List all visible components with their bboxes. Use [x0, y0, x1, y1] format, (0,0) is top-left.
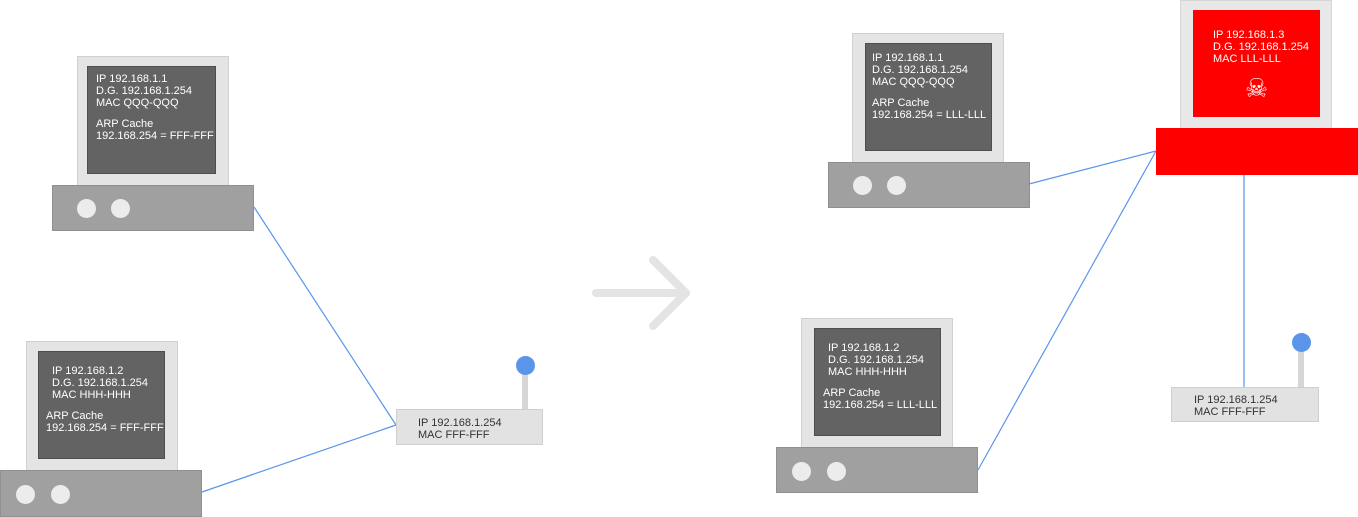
drive-button	[827, 462, 846, 481]
drive-button	[51, 485, 70, 504]
computer-base	[776, 447, 978, 493]
host-gateway: D.G. 192.168.1.254	[828, 354, 925, 366]
power-button	[77, 199, 96, 218]
power-button	[853, 176, 872, 195]
host-gateway: D.G. 192.168.1.254	[96, 85, 193, 97]
arp-cache-entry: 192.168.254 = LLL-LLL	[872, 109, 987, 121]
antenna	[522, 368, 528, 410]
antenna	[1298, 350, 1304, 390]
computer-base	[828, 162, 1030, 208]
arp-cache-title: ARP Cache	[823, 387, 881, 399]
host-mac: MAC HHH-HHH	[52, 389, 131, 401]
host-mac: MAC LLL-LLL	[1213, 53, 1281, 65]
monitor-screen: IP 192.168.1.1 D.G. 192.168.1.254 MAC QQ…	[87, 66, 216, 174]
host-ip: IP 192.168.1.1	[872, 52, 944, 64]
arp-cache-entry: 192.168.254 = LLL-LLL	[823, 399, 938, 411]
link-before-host2-router	[201, 424, 397, 493]
arp-cache-title: ARP Cache	[96, 118, 154, 130]
router-ip: IP 192.168.1.254	[1194, 394, 1278, 406]
monitor-screen: IP 192.168.1.1 D.G. 192.168.1.254 MAC QQ…	[865, 43, 992, 151]
computer-base	[0, 470, 202, 517]
host-mac: MAC QQQ-QQQ	[872, 76, 955, 88]
power-button	[792, 462, 811, 481]
monitor-screen: IP 192.168.1.2 D.G. 192.168.1.254 MAC HH…	[814, 328, 941, 436]
drive-button	[887, 176, 906, 195]
host-gateway: D.G. 192.168.1.254	[1213, 41, 1310, 53]
router-mac: MAC FFF-FFF	[1194, 406, 1266, 418]
link-before-host1-router	[253, 206, 397, 426]
link-after-host2-attacker	[977, 150, 1157, 471]
computer-base	[1156, 128, 1358, 175]
router-box: IP 192.168.1.254 MAC FFF-FFF	[1171, 387, 1319, 422]
host-ip: IP 192.168.1.1	[96, 73, 168, 85]
monitor-screen: IP 192.168.1.2 D.G. 192.168.1.254 MAC HH…	[38, 351, 165, 459]
router-mac: MAC FFF-FFF	[418, 429, 490, 441]
antenna-light-icon	[516, 356, 535, 375]
host-ip: IP 192.168.1.2	[52, 365, 124, 377]
skull-crossbones-icon: ☠	[1244, 73, 1269, 103]
host-ip: IP 192.168.1.2	[828, 342, 900, 354]
host-gateway: D.G. 192.168.1.254	[872, 64, 969, 76]
antenna-light-icon	[1292, 333, 1311, 352]
computer-base	[52, 185, 254, 231]
link-after-host1-attacker	[1028, 150, 1157, 185]
arp-cache-entry: 192.168.254 = FFF-FFF	[96, 130, 214, 142]
drive-button	[111, 199, 130, 218]
arp-cache-entry: 192.168.254 = FFF-FFF	[46, 422, 164, 434]
host-ip: IP 192.168.1.3	[1213, 29, 1285, 41]
arp-cache-title: ARP Cache	[872, 97, 930, 109]
right-arrow-icon	[592, 256, 690, 330]
host-mac: MAC QQQ-QQQ	[96, 97, 179, 109]
router-box: IP 192.168.1.254 MAC FFF-FFF	[396, 409, 543, 445]
host-mac: MAC HHH-HHH	[828, 366, 907, 378]
power-button	[16, 485, 35, 504]
host-gateway: D.G. 192.168.1.254	[52, 377, 149, 389]
monitor-screen: IP 192.168.1.3 D.G. 192.168.1.254 MAC LL…	[1193, 10, 1320, 117]
router-ip: IP 192.168.1.254	[418, 417, 502, 429]
arp-cache-title: ARP Cache	[46, 410, 104, 422]
